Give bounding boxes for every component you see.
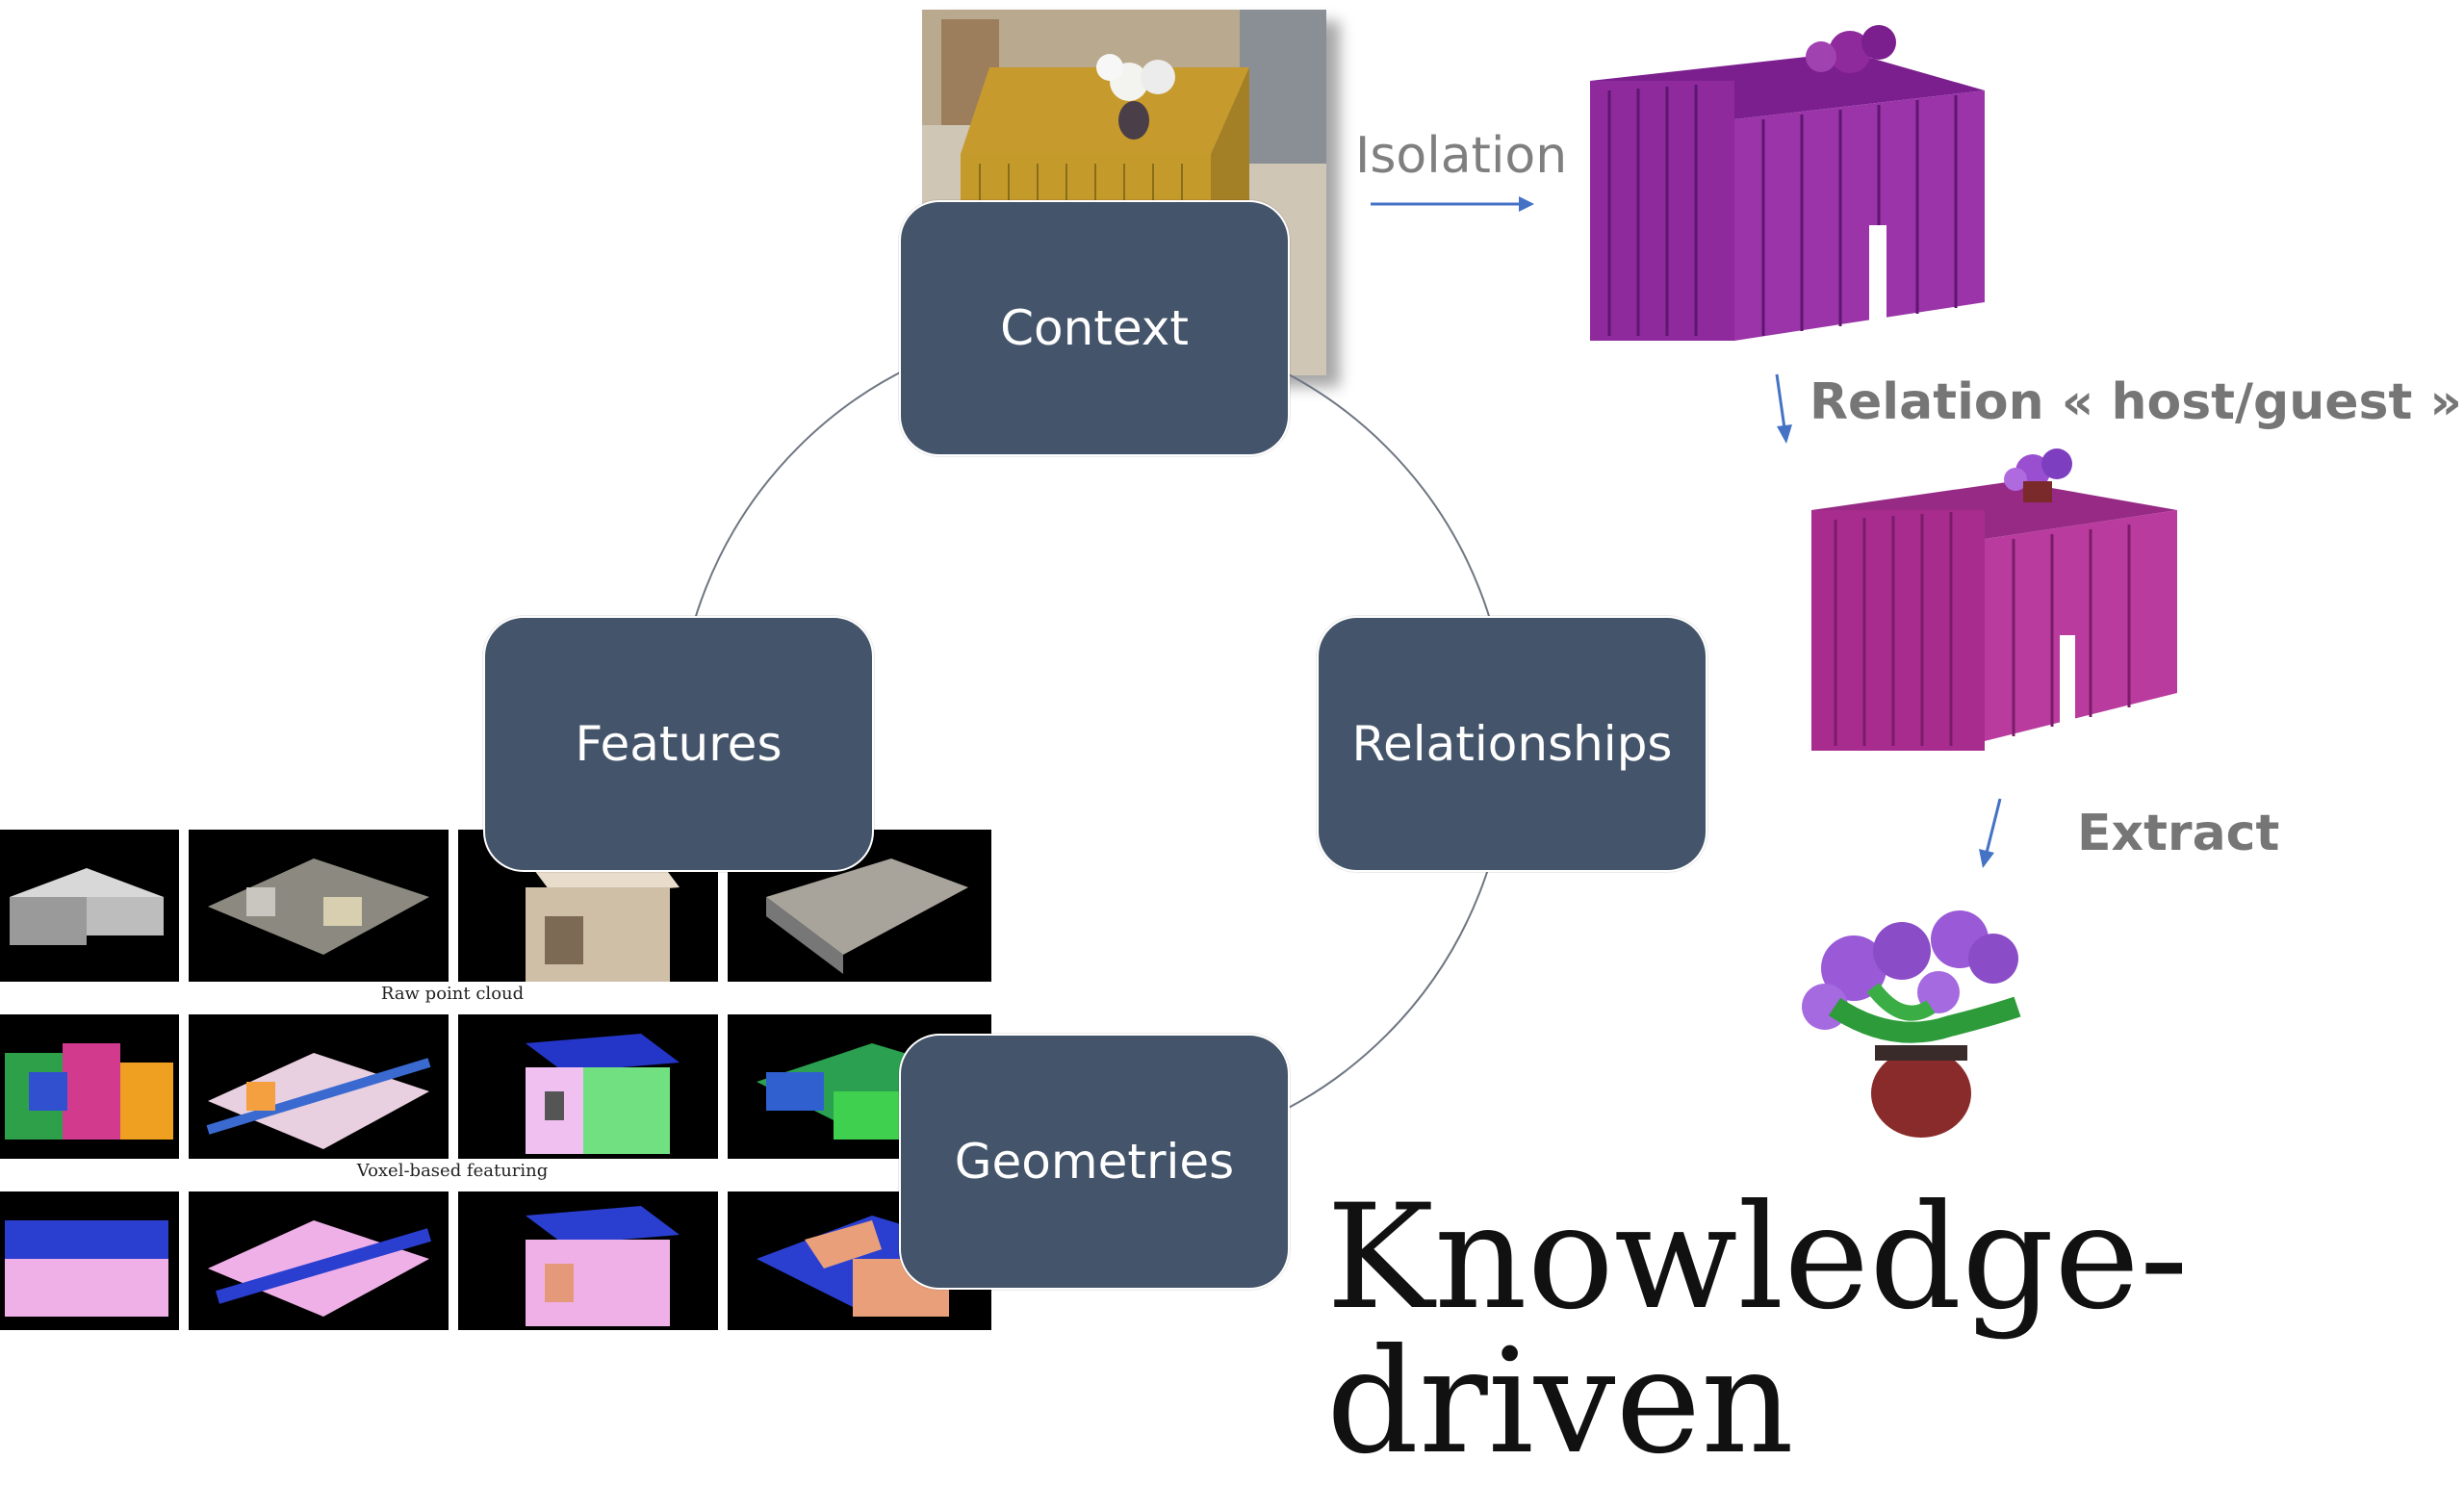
raw-cloud-thumb-1	[0, 830, 179, 982]
extract-arrow	[1979, 798, 2002, 868]
voxel-figure: Raw point cloud Voxel-based featuring	[0, 830, 991, 1330]
relation-arrow	[1775, 373, 1792, 444]
node-relationships: Relationships	[1317, 616, 1707, 872]
isolation-arrow	[1371, 196, 1534, 212]
node-geometries: Geometries	[899, 1034, 1290, 1290]
isolated-table-cloud	[1561, 13, 2014, 360]
figure-caption-raw: Raw point cloud	[380, 984, 525, 1004]
extracted-flowers-cloud	[1767, 901, 2100, 1141]
figure-caption-voxel: Voxel-based featuring	[356, 1161, 549, 1181]
voxel-thumb-2	[189, 1014, 449, 1159]
segmented-thumb-1	[0, 1191, 179, 1330]
segmented-thumb-3	[458, 1191, 718, 1330]
host-guest-cloud	[1792, 443, 2196, 770]
extract-label: Extract	[2077, 805, 2280, 862]
segmented-thumb-2	[189, 1191, 449, 1330]
voxel-thumb-3	[458, 1014, 718, 1159]
isolation-label: Isolation	[1355, 127, 1568, 185]
voxel-thumb-1	[0, 1014, 179, 1159]
node-context: Context	[899, 200, 1290, 456]
relation-label: Relation « host/guest »	[1810, 373, 2463, 431]
node-features: Features	[483, 616, 874, 872]
raw-cloud-thumb-2	[189, 830, 449, 982]
page-title: Knowledge-driven	[1326, 1174, 2189, 1486]
